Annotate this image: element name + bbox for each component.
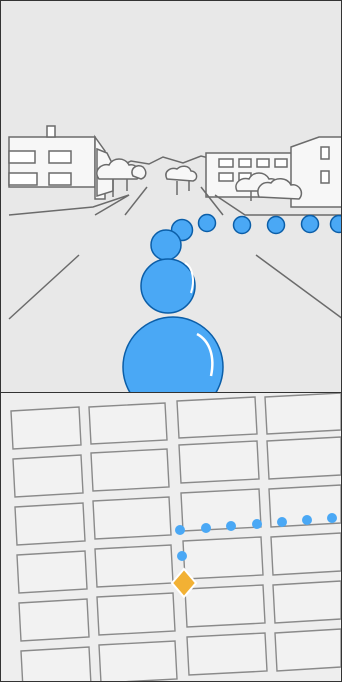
map-illustration [1,393,341,682]
street-view-panel[interactable] [1,1,341,393]
street-view-illustration [1,1,341,392]
map-view-panel[interactable] [1,393,341,682]
